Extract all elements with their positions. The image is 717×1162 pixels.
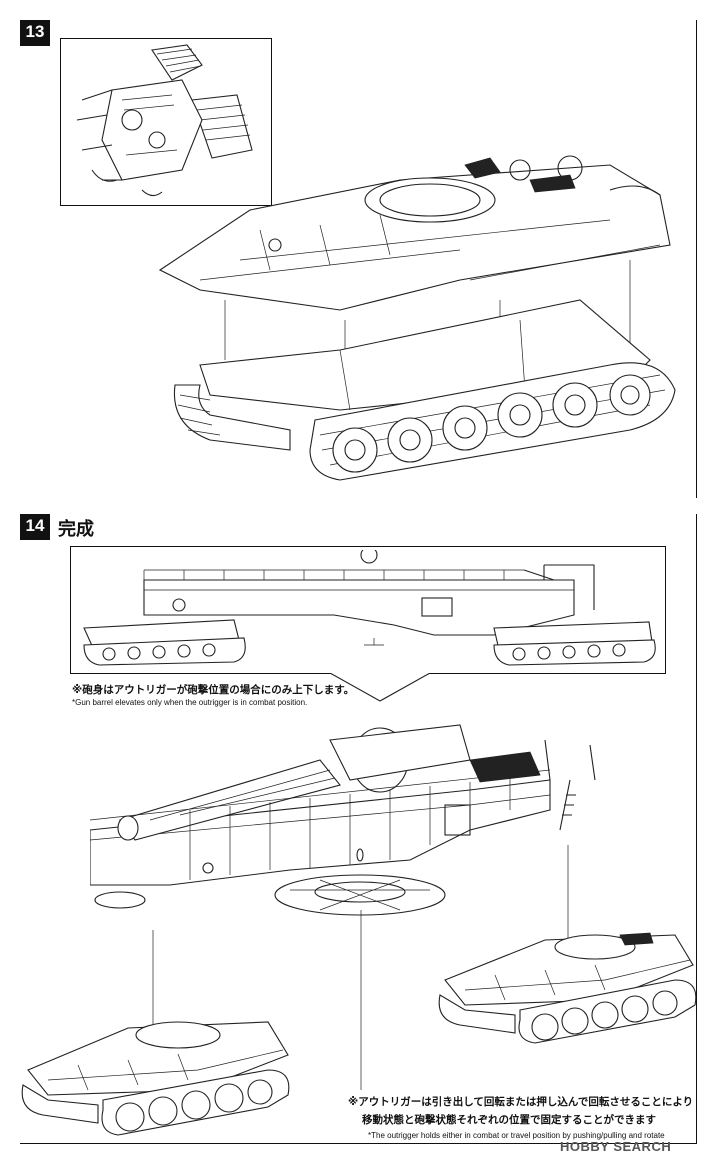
step-14-front-tank-illustration [21, 1021, 290, 1136]
step-14-side-view-illustration [83, 550, 656, 666]
step-13-frame [20, 20, 697, 498]
outrigger-note-en: *The outrigger holds either in combat or… [368, 1131, 665, 1140]
step-13-badge: 13 [20, 20, 50, 46]
step-14-frame [20, 514, 697, 1144]
gun-barrel [117, 759, 341, 841]
gun-carriage-perspective [90, 724, 596, 916]
step-13-inset-illustration [76, 44, 253, 197]
step-14-title: 完成 [58, 519, 94, 540]
callout-pointer [330, 673, 430, 702]
step-14-main-illustration [90, 724, 596, 916]
side-tank-left [83, 619, 246, 666]
step-14-rear-tank-illustration [438, 932, 697, 1044]
barrel-note-en: *Gun barrel elevates only when the outri… [72, 698, 308, 707]
watermark: HOBBY SEARCH [560, 1139, 672, 1154]
tank-hull-assembly [158, 155, 676, 481]
leader-lines [152, 845, 569, 1090]
step-14-badge: 14 [20, 514, 50, 540]
step-13-main-illustration [158, 155, 676, 481]
rear-tank-chassis [438, 932, 697, 1044]
outrigger-note-jp-line2: 移動状態と砲撃状態それぞれの位置で固定することができます [362, 1114, 656, 1126]
gun-carriage-side-view [83, 550, 656, 666]
step-13-inset-frame [60, 38, 272, 206]
track-detail-inset [76, 44, 253, 197]
side-tank-right [493, 621, 656, 666]
road-wheels [332, 374, 651, 473]
front-tank-chassis [21, 1021, 290, 1136]
barrel-note-jp: ※砲身はアウトリガーが砲撃位置の場合にのみ上下します。 [72, 684, 355, 696]
outrigger-note-jp-line1: ※アウトリガーは引き出して回転または押し込んで回転させることにより [348, 1096, 694, 1108]
